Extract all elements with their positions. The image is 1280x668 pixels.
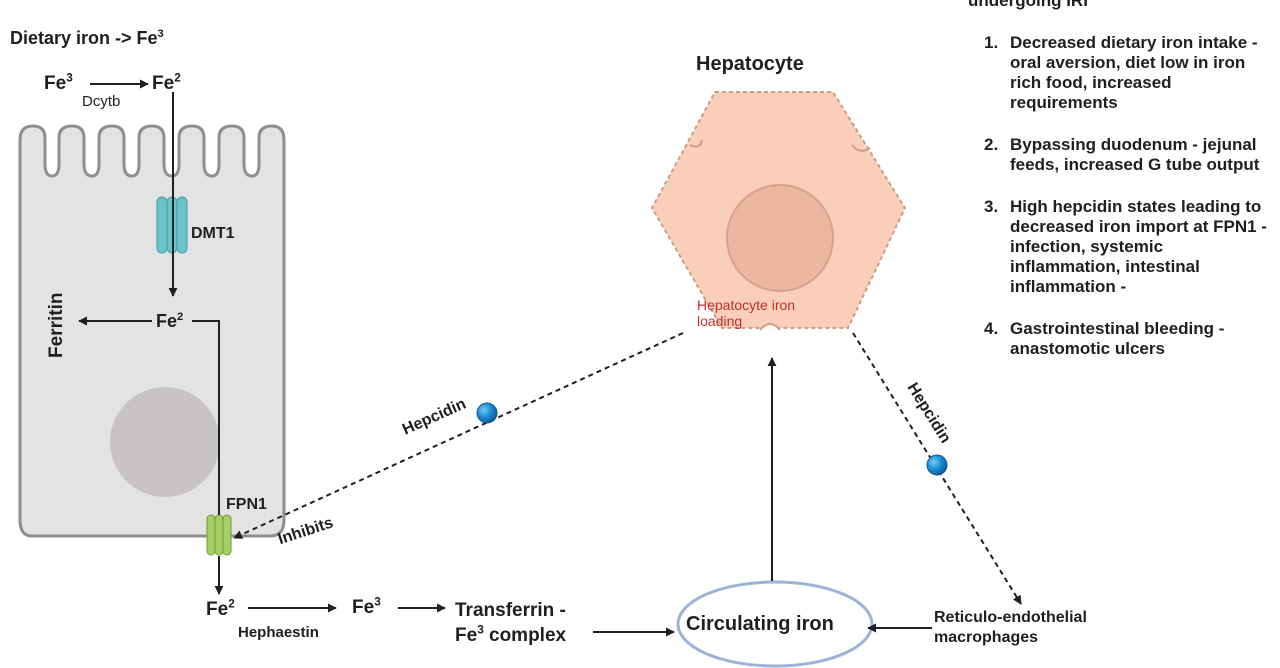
hepcidin-molecule-right xyxy=(926,454,948,476)
cause-item: 4.Gastrointestinal bleeding - anastomoti… xyxy=(984,319,1225,358)
fpn1-label: FPN1 xyxy=(226,496,267,513)
fe3-top-label: Fe3 xyxy=(44,71,73,94)
hepatocyte-nucleus xyxy=(726,184,834,292)
fpn1-transporter xyxy=(206,514,232,556)
arrow-fe2-to-fpn1 xyxy=(192,320,220,515)
enterocyte-nucleus xyxy=(110,387,220,497)
hepcidin-to-macrophages-line xyxy=(852,332,1022,605)
hephaestin-label: Hephaestin xyxy=(238,624,319,641)
dcytb-label: Dcytb xyxy=(82,93,121,110)
circulating-iron-label: Circulating iron xyxy=(686,613,834,635)
hepatocyte-cell xyxy=(651,91,906,331)
fe3-bottom-label: Fe3 xyxy=(352,595,381,618)
fe2-mid-label: Fe2 xyxy=(156,311,184,331)
dmt1-label: DMT1 xyxy=(191,225,235,242)
fe2-top-label: Fe2 xyxy=(152,71,181,94)
transferrin-complex-label: Transferrin - Fe3 complex xyxy=(455,600,567,646)
cause-item: 1.Decreased dietary iron intake - oral a… xyxy=(984,33,1258,112)
hepcidin-molecule-left xyxy=(476,402,498,424)
cause-item: 3.High hepcidin states leading to decrea… xyxy=(984,197,1267,296)
hepatocyte-loading-label: Hepatocyte iron loading xyxy=(697,297,796,329)
reticulo-endothelial-label: Reticulo-endothelial macrophages xyxy=(934,609,1087,646)
dietary-iron-label: Dietary iron -> Fe3 xyxy=(10,28,164,48)
hepatocyte-title: Hepatocyte xyxy=(696,53,804,75)
fe2-bottom-label: Fe2 xyxy=(206,597,235,620)
cause-item: 2.Bypassing duodenum - jejunal feeds, in… xyxy=(984,135,1260,174)
list-heading-partial: undergoing IRI xyxy=(968,0,1088,10)
hepcidin-inhibits-line xyxy=(233,332,684,539)
causes-list: 1.Decreased dietary iron intake - oral a… xyxy=(980,33,1276,381)
ferritin-label: Ferritin xyxy=(46,292,67,358)
